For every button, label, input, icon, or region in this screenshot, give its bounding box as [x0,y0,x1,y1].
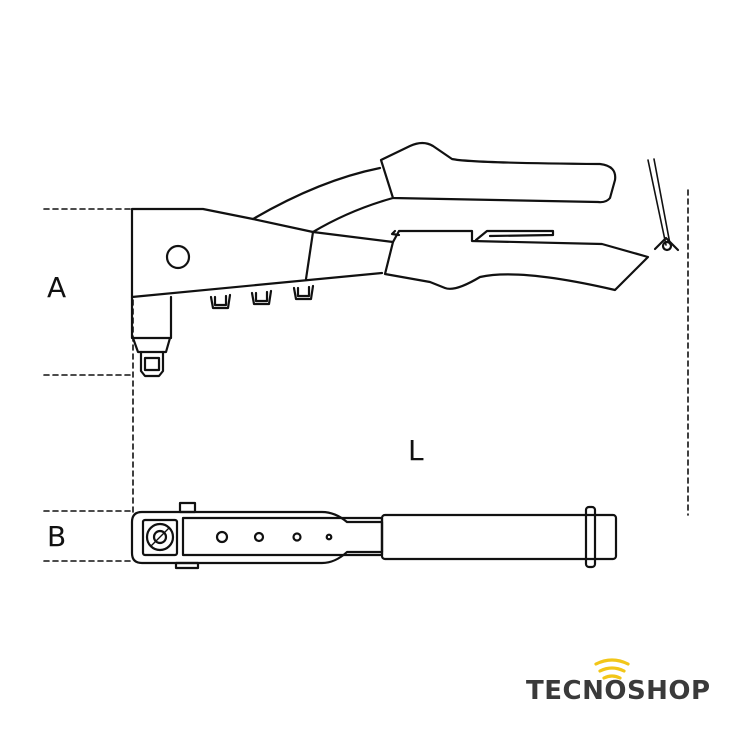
top-screw [178,501,197,514]
adjust-holes [215,530,333,544]
top-view [130,501,618,570]
upper-grip [379,141,617,204]
lock-ring [647,158,671,246]
lock-ring-top [584,505,597,569]
tecnoshop-logo: TECNOSHOP [526,676,711,706]
dimension-lines [43,189,689,562]
lower-grip [383,229,650,292]
nozzle [130,295,173,354]
latch [474,229,555,242]
dimension-a-label: A [47,271,67,304]
dimension-b-label: B [47,520,67,553]
grip [380,513,618,561]
spare-nozzles [209,284,315,310]
arm-strip [181,516,384,557]
pivot-hole [165,244,191,270]
tool-head [130,207,395,299]
upper-arm [251,166,395,234]
side-view [130,141,680,378]
logo-signal-icon [594,658,630,680]
nozzle-head [145,522,175,552]
latch-pin [390,229,401,237]
nozzle-tip [139,350,165,378]
dimension-l-label: L [408,434,424,467]
